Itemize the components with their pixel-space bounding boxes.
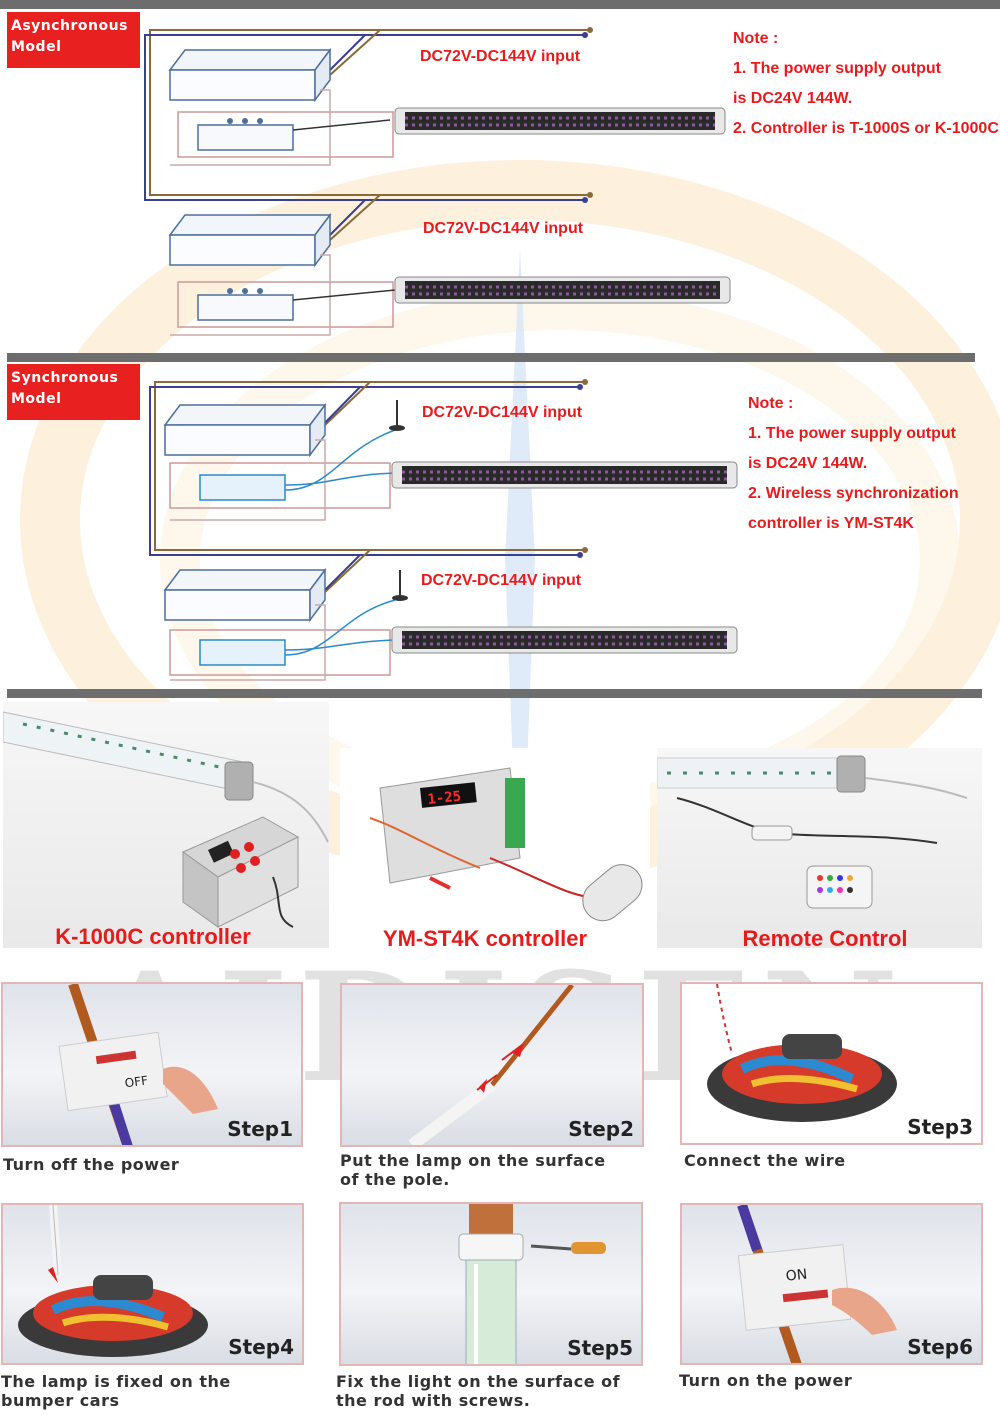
sync-input-label-top: DC72V-DC144V input xyxy=(422,404,583,421)
ymst4k-photo: 1-25 xyxy=(340,748,650,948)
async-note: Note : 1. The power supply output is DC2… xyxy=(733,24,999,144)
sync-note-line1: 1. The power supply output xyxy=(748,425,956,442)
power-supply-4 xyxy=(163,567,327,623)
step3-caption: Connect the wire xyxy=(684,1151,846,1170)
sync-note: Note : 1. The power supply output is DC2… xyxy=(748,389,959,539)
step6-switch-text: ON xyxy=(785,1267,808,1285)
step6-caption: Turn on the power xyxy=(679,1371,853,1390)
ymst4k-display-text: 1-25 xyxy=(427,789,462,808)
sync-wiring-diagram xyxy=(149,379,738,681)
power-supply-1 xyxy=(168,47,332,103)
sync-note-line3: 2. Wireless synchronization xyxy=(748,485,959,502)
step4-caption: The lamp is fixed on the bumper cars xyxy=(1,1372,231,1410)
remote-caption: Remote Control xyxy=(742,926,908,951)
sync-note-line4: controller is YM-ST4K xyxy=(748,515,914,532)
step5-caption: Fix the light on the surface of the rod … xyxy=(336,1372,621,1410)
step6-image: ON Step6 xyxy=(680,1203,983,1365)
step4-label: Step4 xyxy=(228,1335,294,1359)
step4-image: Step4 xyxy=(1,1203,304,1365)
step3-label: Step3 xyxy=(907,1115,973,1139)
step3-illustration xyxy=(707,984,897,1122)
step1-image: OFF Step1 xyxy=(1,982,303,1147)
step2-image: Step2 xyxy=(340,983,644,1147)
top-divider xyxy=(0,0,1000,9)
led-tube-2 xyxy=(394,276,731,304)
step4-illustration xyxy=(18,1205,208,1357)
sync-model-tag: Synchronous Model xyxy=(7,364,140,420)
sync-input-label-bottom: DC72V-DC144V input xyxy=(421,572,582,589)
led-tube-1 xyxy=(394,107,726,135)
remote-photo xyxy=(657,748,982,948)
remote-illustration xyxy=(657,755,968,909)
step2-caption: Put the lamp on the surface of the pole. xyxy=(340,1151,606,1189)
led-tube-3 xyxy=(391,461,738,489)
step5-image: Step5 xyxy=(339,1202,643,1366)
sync-note-line2: is DC24V 144W. xyxy=(748,455,868,472)
async-input-label-top: DC72V-DC144V input xyxy=(420,48,581,65)
async-note-line3: 2. Controller is T-1000S or K-1000C xyxy=(733,120,999,137)
async-note-line1: 1. The power supply output xyxy=(733,60,941,77)
step5-label: Step5 xyxy=(567,1336,633,1360)
lower-divider xyxy=(7,689,982,698)
async-note-line2: is DC24V 144W. xyxy=(733,90,853,107)
k1000c-caption: K-1000C controller xyxy=(55,924,251,949)
ymst4k-caption: YM-ST4K controller xyxy=(382,926,588,951)
ymst4k-illustration: 1-25 xyxy=(369,767,643,922)
async-wiring-diagram xyxy=(144,27,731,336)
async-input-label-bottom: DC72V-DC144V input xyxy=(423,220,584,237)
step6-illustration: ON xyxy=(737,1205,897,1363)
k1000c-illustration xyxy=(3,711,329,928)
async-model-tag: Asynchronous Model xyxy=(7,12,140,68)
step1-caption: Turn off the power xyxy=(3,1155,180,1174)
step1-label: Step1 xyxy=(227,1117,293,1141)
async-note-title: Note : xyxy=(733,30,779,47)
k1000c-photo xyxy=(3,702,329,948)
step6-label: Step6 xyxy=(907,1335,973,1359)
middle-divider xyxy=(7,353,975,362)
led-tube-4 xyxy=(391,626,738,654)
power-supply-2 xyxy=(168,212,332,268)
step2-illustration xyxy=(408,985,574,1145)
step5-illustration xyxy=(458,1204,606,1364)
step3-image: Step3 xyxy=(680,982,983,1145)
step2-label: Step2 xyxy=(568,1117,634,1141)
step1-illustration: OFF xyxy=(58,984,218,1145)
step1-switch-text: OFF xyxy=(124,1073,149,1090)
power-supply-3 xyxy=(163,402,327,458)
sync-note-title: Note : xyxy=(748,395,794,412)
